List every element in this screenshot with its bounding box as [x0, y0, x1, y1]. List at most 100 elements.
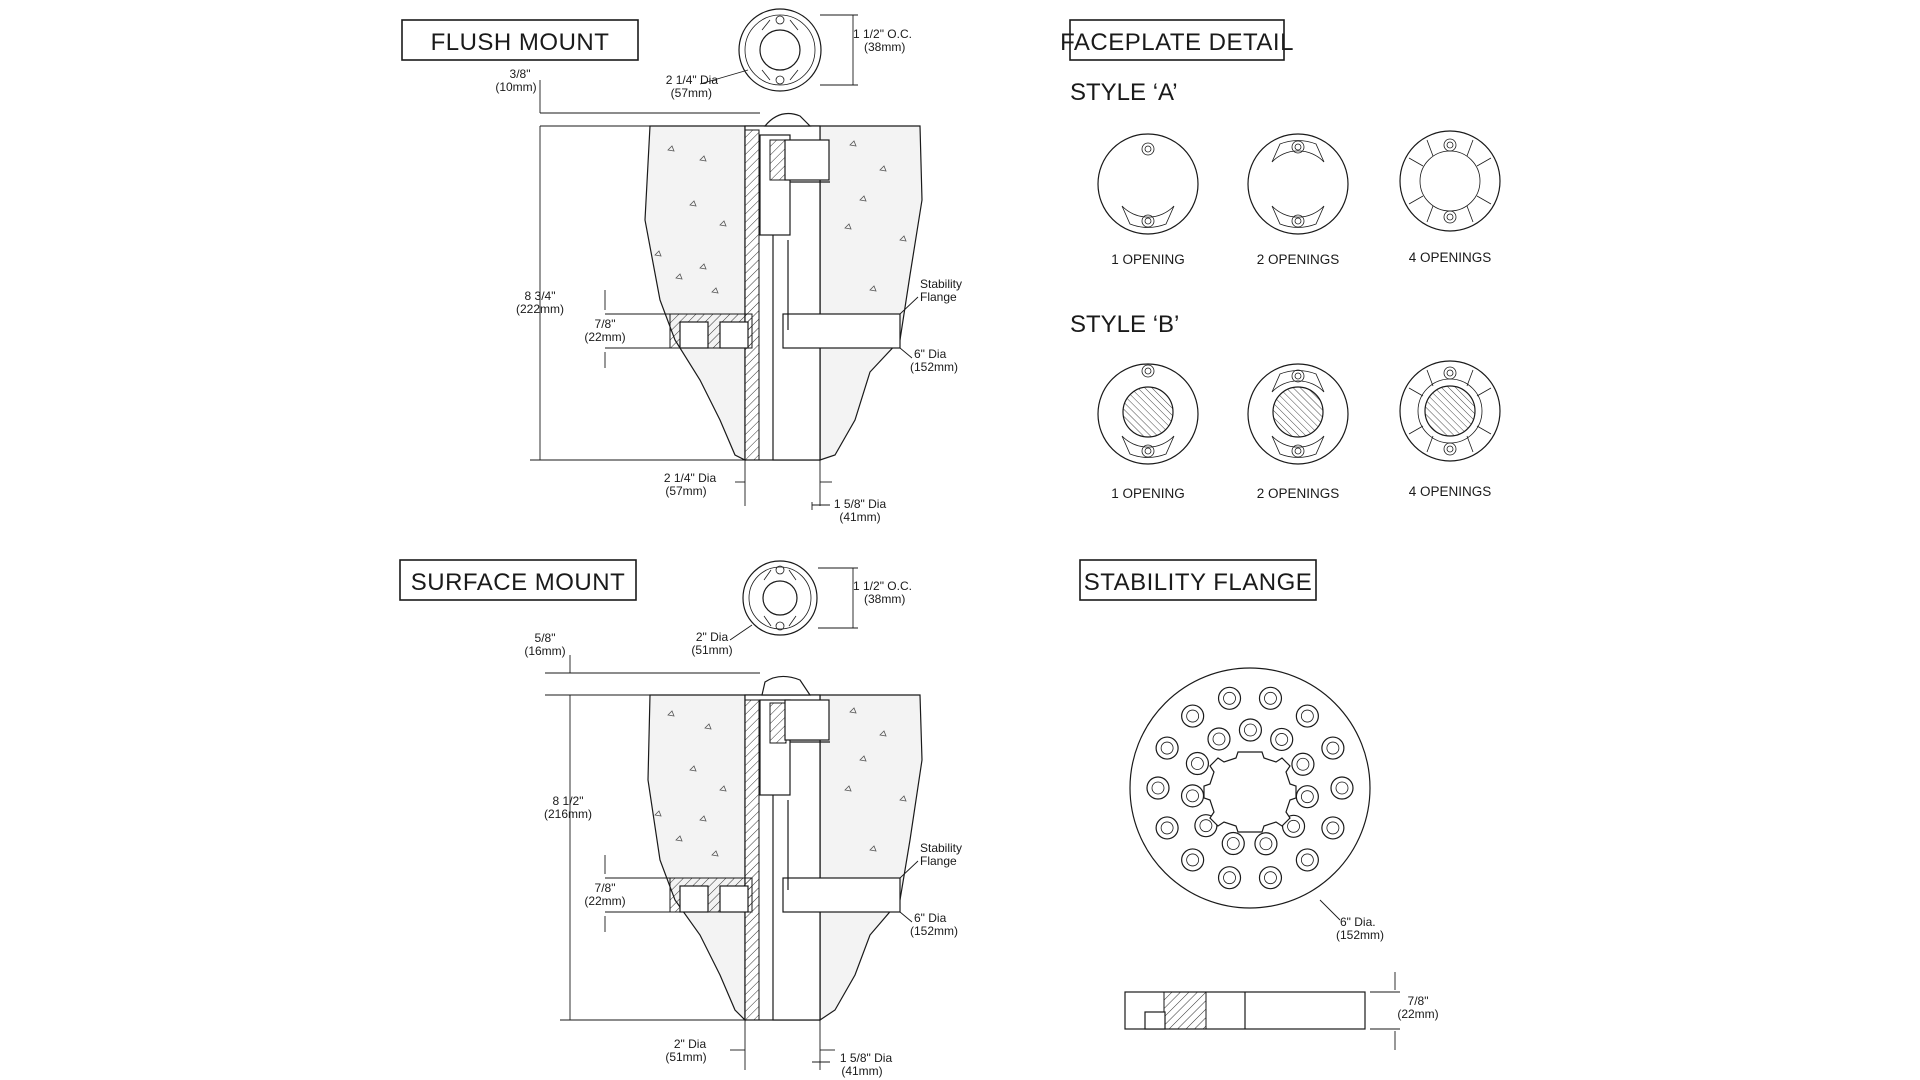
- surface-flange-height-dimension: 7/8" (22mm): [584, 855, 670, 932]
- stability-flange-section: STABILITY FLANGE 6" Dia. (152mm) 7/8" (2…: [1079, 559, 1439, 1050]
- flange-hole: [1238, 718, 1263, 742]
- flange-hole-inner: [1300, 790, 1314, 804]
- flange-hole: [1281, 814, 1306, 838]
- flush-faceplate-h-label: 3/8": [510, 67, 531, 81]
- flange-hole: [1207, 727, 1231, 751]
- style-a-4-openings: [1399, 130, 1501, 232]
- style-a-label: STYLE ‘A’: [1070, 79, 1178, 106]
- surface-faceplate-top-view: 1 1/2" O.C. (38mm) 2" Dia (51mm): [691, 560, 912, 657]
- surface-mount-section: SURFACE MOUNT 1 1/2" O.C. (38mm) 2" Dia …: [399, 559, 962, 1078]
- flange-hole-inner: [1335, 781, 1349, 795]
- flush-bottom-dia-mm-label: (57mm): [665, 484, 706, 498]
- flush-oc-mm-label: (38mm): [864, 40, 905, 54]
- flange-hole-inner: [1326, 821, 1340, 835]
- flange-side-view: 7/8" (22mm): [1124, 972, 1439, 1050]
- surface-height-label: 8 1/2": [553, 794, 584, 808]
- flange-hole: [1181, 848, 1205, 872]
- surface-mount-title-box: SURFACE MOUNT: [399, 559, 637, 601]
- flange-hole: [1291, 752, 1315, 776]
- stability-flange-title: STABILITY FLANGE: [1084, 569, 1313, 596]
- flush-concrete-texture: [654, 140, 907, 294]
- flange-hole: [1181, 704, 1205, 728]
- surface-concrete-texture: [654, 707, 907, 857]
- surface-bottom-dimensions: 2" Dia (51mm) 1 5/8" Dia (41mm): [665, 1010, 892, 1078]
- flange-hole-inner: [1160, 741, 1174, 755]
- surface-faceplate-h-label: 5/8": [535, 631, 556, 645]
- style-b-caption-3: 4 OPENINGS: [1409, 484, 1492, 499]
- flange-hole-inner: [1287, 819, 1300, 833]
- flange-hole-inner: [1212, 732, 1226, 746]
- stability-flange-title-box: STABILITY FLANGE: [1079, 559, 1317, 601]
- flange-hole-inner: [1226, 837, 1240, 850]
- flange-center-opening: [1203, 751, 1297, 833]
- flange-hole: [1270, 727, 1294, 752]
- flush-flange-h-mm-label: (22mm): [584, 330, 625, 344]
- flange-hole-inner: [1186, 709, 1200, 723]
- surface-flange-dia-mm-label: (152mm): [910, 924, 958, 938]
- flush-faceplate-top-view: 1 1/2" O.C. (38mm) 2 1/4" Dia (57mm): [666, 8, 912, 100]
- surface-stability-flange-leader: Stability Flange 6" Dia (152mm): [899, 841, 962, 938]
- faceplate-detail-title-box: FACEPLATE DETAIL: [1060, 19, 1294, 61]
- flange-hole: [1295, 704, 1319, 728]
- flange-hole-inner: [1186, 789, 1199, 803]
- flange-hole: [1221, 831, 1245, 856]
- flush-faceplate-h-mm-label: (10mm): [495, 80, 536, 94]
- flush-height-dimension: 8 3/4" (222mm): [516, 126, 745, 461]
- surface-top-dia-mm-label: (51mm): [691, 643, 732, 657]
- surface-flange-right: [782, 877, 901, 913]
- flush-top-dia-label: 2 1/4" Dia: [666, 73, 719, 87]
- flush-flange-height-dimension: 7/8" (22mm): [584, 290, 670, 368]
- flange-hole: [1258, 866, 1283, 890]
- flush-bottom-dia-label: 2 1/4" Dia: [664, 471, 717, 485]
- style-b-caption-2: 2 OPENINGS: [1257, 486, 1340, 501]
- flush-top-dia-mm-label: (57mm): [671, 86, 712, 100]
- flush-height-label: 8 3/4": [525, 289, 556, 303]
- flange-hole: [1295, 848, 1319, 872]
- flush-flange-h-label: 7/8": [595, 317, 616, 331]
- flange-holes: [1146, 686, 1354, 890]
- style-a-caption-3: 4 OPENINGS: [1409, 250, 1492, 265]
- flange-hole: [1254, 832, 1278, 856]
- style-b-1-opening: [1097, 363, 1199, 465]
- surface-height-dimension: 8 1/2" (216mm): [544, 695, 745, 1021]
- flush-flange-dia-mm-label: (152mm): [910, 360, 958, 374]
- flange-hole: [1321, 736, 1345, 760]
- flange-hole-inner: [1223, 871, 1236, 885]
- flush-mount-title-box: FLUSH MOUNT: [401, 19, 639, 61]
- flange-hole: [1146, 776, 1170, 800]
- surface-flange-h-mm-label: (22mm): [584, 894, 625, 908]
- faceplate-detail-section: FACEPLATE DETAIL STYLE ‘A’ STYLE ‘B’: [1060, 19, 1501, 501]
- flange-hole-inner: [1186, 853, 1200, 867]
- style-b-label: STYLE ‘B’: [1070, 311, 1179, 338]
- surface-flange-dia-label: 6" Dia: [914, 911, 947, 925]
- surface-oc-mm-label: (38mm): [864, 592, 905, 606]
- flange-hole-inner: [1296, 757, 1310, 771]
- surface-mount-title: SURFACE MOUNT: [411, 569, 626, 596]
- flush-bottom-dimensions: 2 1/4" Dia (57mm) 1 5/8" Dia (41mm): [664, 448, 886, 524]
- surface-post-sleeve: [744, 699, 760, 1021]
- faceplate-detail-title: FACEPLATE DETAIL: [1060, 29, 1294, 56]
- flange-hole: [1155, 816, 1179, 840]
- surface-bottom-dia-label: 2" Dia: [674, 1037, 707, 1051]
- surface-faceplate-cap: [761, 675, 812, 696]
- flange-dia-leader: 6" Dia. (152mm): [1319, 899, 1384, 942]
- flush-height-mm-label: (222mm): [516, 302, 564, 316]
- flush-stability-label-2: Flange: [920, 290, 957, 304]
- flush-mount-section: FLUSH MOUNT 1 1/2" O.C. (38mm) 2 1/4" Di…: [401, 8, 962, 524]
- surface-top-dia-label: 2" Dia: [696, 630, 729, 644]
- flange-hole: [1217, 686, 1242, 710]
- surface-tube-dia-label: 1 5/8" Dia: [840, 1051, 893, 1065]
- flange-hole: [1321, 816, 1345, 840]
- flange-hole: [1180, 784, 1205, 808]
- flange-hole-inner: [1264, 871, 1277, 885]
- flush-stability-flange-leader: Stability Flange 6" Dia (152mm): [899, 277, 962, 374]
- flange-hole-inner: [1326, 741, 1340, 755]
- flange-thickness-mm-label: (22mm): [1397, 1007, 1438, 1021]
- flange-hole: [1217, 866, 1242, 890]
- flush-oc-label: 1 1/2" O.C.: [853, 27, 912, 41]
- surface-stability-label-1: Stability: [920, 841, 962, 855]
- flange-hole-inner: [1300, 853, 1314, 867]
- style-a-caption-2: 2 OPENINGS: [1257, 252, 1340, 267]
- flush-flange-right: [782, 313, 901, 349]
